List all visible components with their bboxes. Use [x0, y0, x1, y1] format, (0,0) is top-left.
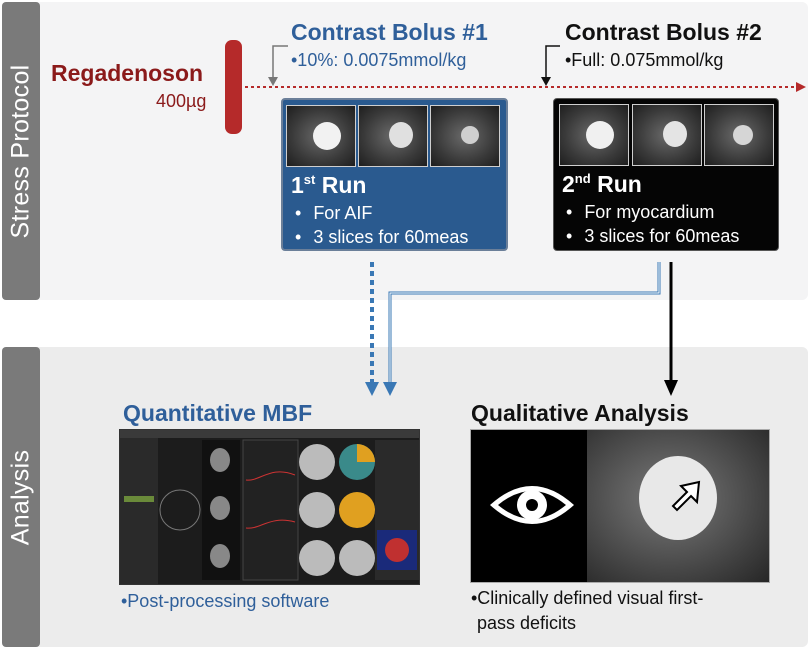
- quantitative-caption: •Post-processing software: [121, 591, 330, 611]
- bolus1-detail: •10%: 0.0075mmol/kg: [291, 50, 467, 70]
- drug-name: Regadenoson: [51, 60, 204, 86]
- bolus2-title: Contrast Bolus #2: [565, 19, 762, 45]
- run1-item: For AIF: [291, 201, 468, 225]
- software-screenshot-graphic: [120, 430, 419, 584]
- bolus1-marker: [272, 45, 288, 80]
- run1-slice-image: [430, 105, 500, 167]
- qualitative-caption-line2: pass deficits: [477, 613, 577, 633]
- run2-title: 2nd Run: [562, 171, 642, 197]
- run2-item: 3 slices for 60meas: [562, 224, 739, 248]
- quantitative-title: Quantitative MBF: [123, 400, 313, 426]
- run2-slice-image: [632, 104, 702, 166]
- run1-slice-image: [358, 105, 428, 167]
- stress-protocol-tab: Stress Protocol: [2, 2, 40, 300]
- run2-item: For myocardium: [562, 200, 739, 224]
- regadenoson-bar: [225, 40, 242, 134]
- qualitative-caption-line1: •Clinically defined visual first-: [471, 588, 704, 608]
- run2-slice-image: [704, 104, 774, 166]
- run2-list: For myocardium 3 slices for 60meas: [562, 200, 739, 248]
- eye-icon: [490, 486, 574, 524]
- timeline-arrowhead: [796, 82, 806, 92]
- bolus2-marker: [545, 45, 560, 80]
- run2-blue-arrow: [388, 262, 661, 382]
- analysis-tab: Analysis: [2, 347, 40, 647]
- run2-box: 2nd Run For myocardium 3 slices for 60me…: [553, 98, 779, 251]
- run2-slice-image: [559, 104, 629, 166]
- run2-blue-arrow-inner: [389, 262, 660, 382]
- run1-slice-image: [286, 105, 356, 167]
- run1-title: 1st Run: [291, 172, 367, 198]
- bolus2-detail: •Full: 0.075mmol/kg: [565, 50, 724, 70]
- run1-box: 1st Run For AIF 3 slices for 60meas: [281, 98, 508, 251]
- qualitative-title: Qualitative Analysis: [471, 400, 689, 426]
- software-screenshot: [119, 429, 420, 585]
- qualitative-image-box: [470, 429, 770, 583]
- pointer-arrow-icon: [671, 480, 701, 512]
- run1-list: For AIF 3 slices for 60meas: [291, 201, 468, 249]
- bolus1-title: Contrast Bolus #1: [291, 19, 488, 45]
- drug-dose: 400µg: [156, 91, 207, 111]
- run1-item: 3 slices for 60meas: [291, 225, 468, 249]
- mri-image: [587, 430, 769, 582]
